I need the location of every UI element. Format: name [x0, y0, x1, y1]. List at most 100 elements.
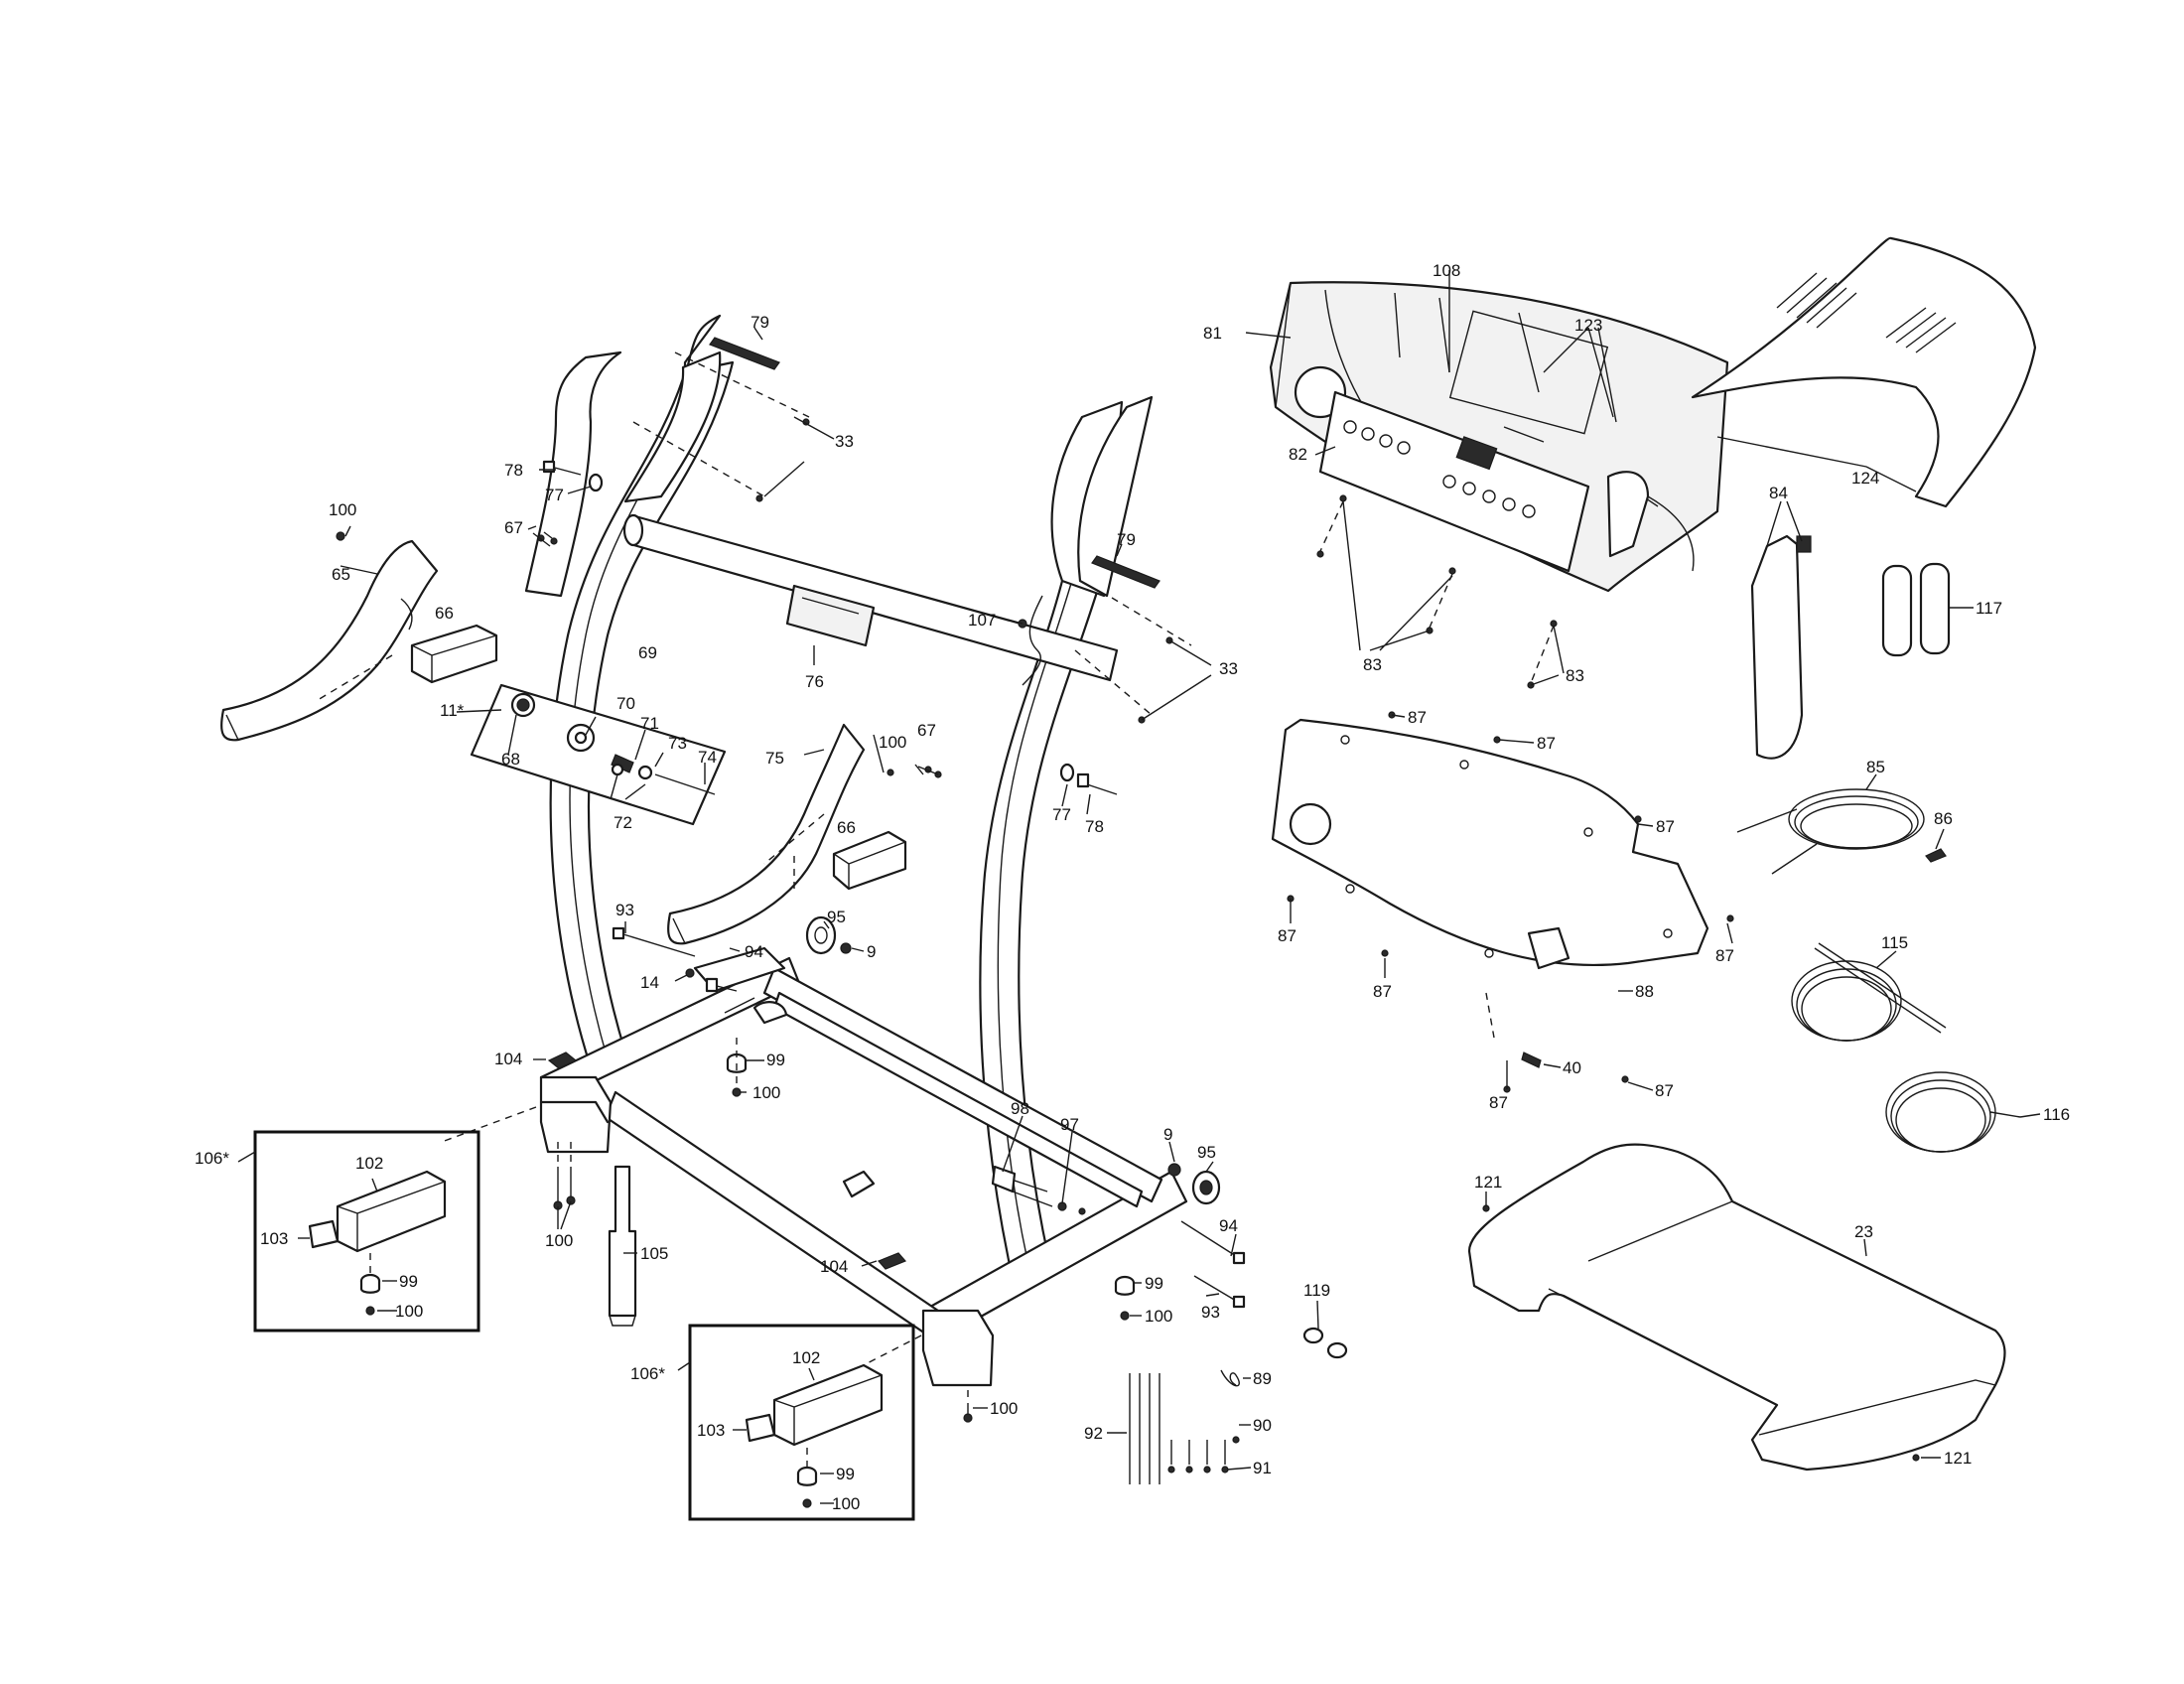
callout-9-rear: 9 — [1163, 1125, 1172, 1144]
callout-104-right: 104 — [820, 1257, 848, 1276]
inner-rail — [772, 991, 1144, 1208]
kit-106-left — [253, 1130, 480, 1333]
left-arm-upper — [683, 314, 722, 379]
callout-79-left: 79 — [751, 313, 769, 332]
callout-79-right: 79 — [1117, 530, 1136, 549]
callout-71: 71 — [640, 714, 659, 733]
callout-100-front-feet: 100 — [545, 1231, 573, 1250]
callout-121-bottom: 121 — [1944, 1449, 1972, 1468]
left-top-cap — [709, 337, 780, 370]
callout-95-rear: 95 — [1197, 1143, 1216, 1162]
handrail-parts — [220, 337, 1192, 945]
right-top-cap — [1091, 555, 1160, 589]
leader-lines — [237, 270, 2041, 1504]
callout-99-rear: 99 — [1145, 1274, 1163, 1293]
callout-67-right: 67 — [917, 721, 936, 740]
callout-106-left: 106* — [195, 1149, 229, 1168]
callout-78-left: 78 — [504, 461, 523, 480]
grip-117-a — [1881, 564, 1913, 657]
callout-91: 91 — [1253, 1459, 1272, 1477]
callout-87-f: 87 — [1373, 982, 1392, 1001]
callout-108: 108 — [1433, 261, 1460, 280]
right-grip-block — [832, 830, 907, 891]
callout-86: 86 — [1934, 809, 1953, 828]
gas-shock — [608, 1165, 637, 1318]
callout-102-left: 102 — [355, 1154, 383, 1173]
callout-94-rear: 94 — [1219, 1216, 1238, 1235]
callout-76: 76 — [805, 672, 824, 691]
pad-104-left — [547, 1052, 578, 1069]
shroud-assembly — [1271, 711, 1734, 1093]
callout-78-right: 78 — [1085, 817, 1104, 836]
callout-23: 23 — [1854, 1222, 1873, 1241]
callout-labels: 79 33 78 77 100 67 65 66 69 11* 68 70 71… — [195, 261, 2070, 1513]
callout-87-b: 87 — [1537, 734, 1556, 753]
callout-103-left: 103 — [260, 1229, 288, 1248]
callout-68: 68 — [501, 750, 520, 769]
callout-100-right-box: 100 — [832, 1494, 860, 1513]
callout-100-handrail: 100 — [329, 500, 356, 519]
callout-74: 74 — [698, 748, 717, 767]
right-arm-top — [1077, 395, 1154, 598]
callout-121-top: 121 — [1474, 1173, 1502, 1192]
callout-100-rear-foot: 100 — [990, 1399, 1018, 1418]
callout-87-e: 87 — [1715, 946, 1734, 965]
left-grip-block — [410, 624, 498, 684]
callout-93-top: 93 — [615, 901, 634, 919]
callout-124: 124 — [1851, 469, 1879, 488]
callout-99-right-box: 99 — [836, 1465, 855, 1483]
console-cover-124 — [1691, 236, 2037, 508]
cable-116 — [1885, 1071, 1996, 1153]
callout-85: 85 — [1866, 758, 1885, 776]
cable-85 — [1788, 788, 1925, 850]
callout-69: 69 — [638, 643, 657, 662]
callout-14: 14 — [640, 973, 659, 992]
left-handrail — [220, 539, 439, 742]
callout-89: 89 — [1253, 1369, 1272, 1388]
rear-foot-block — [921, 1309, 995, 1387]
callout-75: 75 — [765, 749, 784, 768]
cable-ties — [1129, 1373, 1160, 1484]
foot-119-b — [1326, 1341, 1348, 1359]
callout-104-left: 104 — [494, 1050, 522, 1068]
callout-102-right: 102 — [792, 1348, 820, 1367]
callout-103-right: 103 — [697, 1421, 725, 1440]
callout-119: 119 — [1303, 1281, 1330, 1300]
front-foot-block — [539, 1075, 613, 1154]
callout-90: 90 — [1253, 1416, 1272, 1435]
callout-70: 70 — [616, 694, 635, 713]
callout-66-left: 66 — [435, 604, 454, 623]
crossbar-bracket — [785, 584, 876, 647]
console-display-82 — [1318, 390, 1590, 573]
upright-frame — [524, 314, 1188, 1387]
left-base-rail — [604, 1090, 940, 1337]
callout-105: 105 — [640, 1244, 668, 1263]
callout-67-left: 67 — [504, 518, 523, 537]
bracket-84 — [1750, 534, 1804, 760]
pad-104-right — [877, 1252, 907, 1270]
pulley-kit-panel — [470, 683, 727, 826]
callout-9-front: 9 — [867, 942, 876, 961]
callout-33-right: 33 — [1219, 659, 1238, 678]
callout-77-left: 77 — [545, 486, 564, 504]
motor-shroud-88 — [1271, 718, 1709, 967]
callout-93-rear: 93 — [1201, 1303, 1220, 1322]
callout-88: 88 — [1635, 982, 1654, 1001]
callout-87-a: 87 — [1408, 708, 1427, 727]
callout-65: 65 — [332, 565, 350, 584]
left-arm-handle — [623, 351, 722, 503]
callout-97: 97 — [1060, 1115, 1079, 1134]
foot-119-a — [1302, 1327, 1324, 1344]
callout-84: 84 — [1769, 484, 1788, 502]
callout-100-mid: 100 — [752, 1083, 780, 1102]
kit-106-right — [688, 1324, 915, 1521]
cable-115 — [1791, 960, 1902, 1042]
callout-77-right: 77 — [1052, 805, 1071, 824]
left-arm-tube — [524, 351, 622, 598]
crossbar-tube — [628, 514, 1119, 682]
callout-94-top: 94 — [745, 942, 763, 961]
callout-98: 98 — [1011, 1099, 1029, 1118]
callout-99-mid: 99 — [766, 1051, 785, 1069]
callout-87-d: 87 — [1278, 926, 1297, 945]
